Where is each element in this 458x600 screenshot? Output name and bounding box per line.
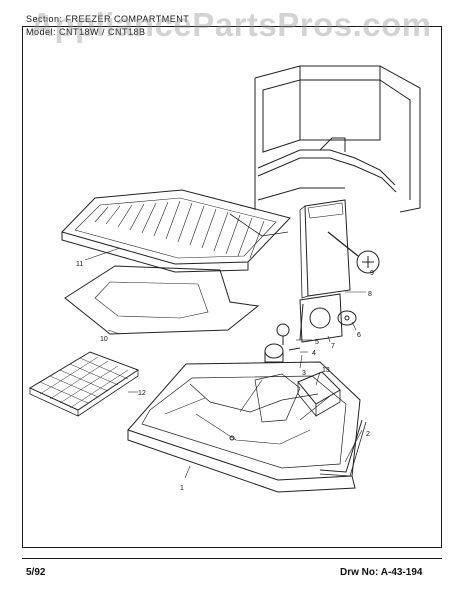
callout-5: 5 bbox=[315, 339, 319, 346]
footer-drawing-number: Drw No: A-43-194 bbox=[340, 567, 422, 578]
mounting-screw bbox=[327, 231, 380, 274]
ice-bin bbox=[297, 371, 341, 418]
callout-2: 2 bbox=[366, 431, 370, 438]
callout-13: 13 bbox=[322, 367, 330, 374]
diagram-frame bbox=[22, 26, 442, 548]
trim-strip bbox=[319, 419, 367, 477]
callout-8: 8 bbox=[368, 291, 372, 298]
freezer-tray bbox=[127, 361, 361, 493]
fan-shroud bbox=[299, 293, 343, 343]
fan-blade bbox=[337, 310, 357, 326]
evaporator-cover bbox=[299, 199, 351, 299]
leader-lines bbox=[84, 247, 366, 479]
callout-12: 12 bbox=[138, 390, 146, 397]
model-label: Model: bbox=[26, 27, 57, 37]
callout-3: 3 bbox=[302, 370, 306, 377]
footer-date: 5/92 bbox=[26, 567, 46, 578]
section-value: FREEZER COMPARTMENT bbox=[65, 14, 190, 24]
callout-labels: 1 2 3 4 5 6 7 8 9 10 11 12 13 bbox=[76, 261, 374, 492]
drawing-number: A-43-194 bbox=[380, 567, 423, 578]
ice-cube-tray bbox=[28, 351, 140, 417]
model-header: Model: CNT18W / CNT18B bbox=[26, 27, 146, 37]
callout-9: 9 bbox=[370, 270, 374, 277]
freezer-cabinet bbox=[254, 65, 421, 213]
callout-11: 11 bbox=[76, 261, 83, 268]
callout-10: 10 bbox=[100, 336, 108, 343]
drawing-label: Drw No: bbox=[340, 567, 379, 578]
footer-rule bbox=[22, 558, 442, 559]
callout-1: 1 bbox=[180, 485, 184, 492]
evaporator-panel bbox=[64, 265, 260, 335]
callout-7: 7 bbox=[331, 343, 335, 350]
watermark: AppliancePartsPros.com bbox=[30, 6, 432, 43]
callout-6: 6 bbox=[357, 332, 361, 339]
callout-4: 4 bbox=[312, 350, 316, 357]
section-label: Section: bbox=[26, 14, 63, 24]
model-value: CNT18W / CNT18B bbox=[59, 27, 146, 37]
freezer-shelf bbox=[61, 189, 291, 273]
section-header: Section: FREEZER COMPARTMENT bbox=[26, 14, 189, 24]
fan-motor bbox=[264, 323, 301, 363]
